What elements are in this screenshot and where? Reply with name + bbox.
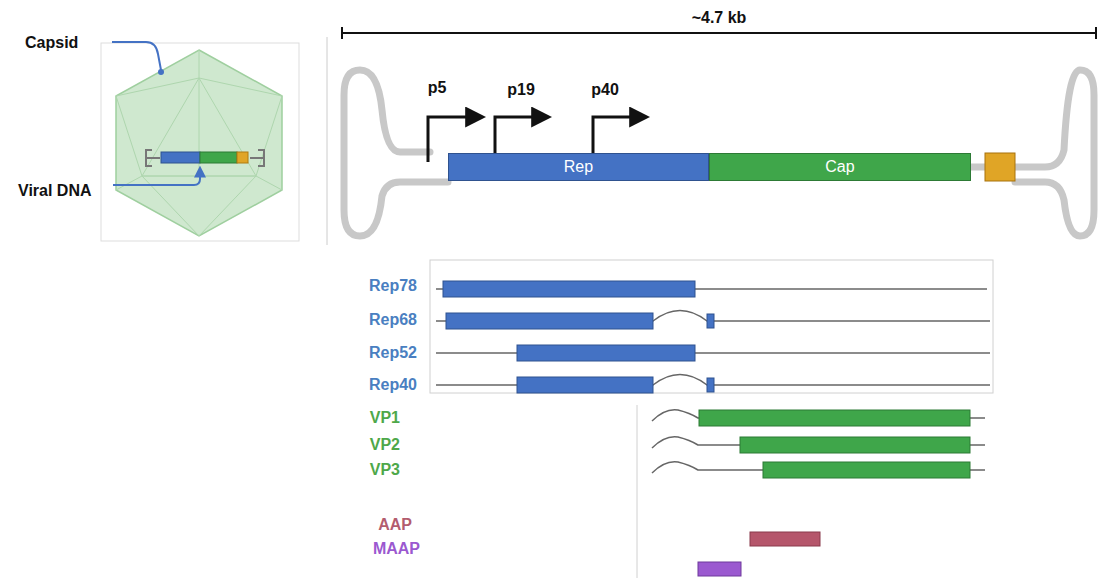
capsid-illustration	[199, 176, 256, 236]
mini-genome	[200, 152, 237, 163]
rep-transcripts	[443, 281, 714, 393]
capsid-illustration	[142, 78, 256, 176]
cap-transcripts	[750, 532, 820, 546]
capsid-illustration	[116, 176, 142, 190]
rep-transcripts	[707, 314, 714, 328]
mini-genome	[146, 150, 264, 166]
mini-genome	[146, 150, 160, 166]
capsid-illustration	[116, 96, 142, 176]
cap-transcripts	[637, 405, 638, 578]
rep-transcripts	[443, 281, 695, 297]
protein-label: VP1	[370, 410, 400, 426]
panel-border	[327, 37, 328, 245]
rep-transcripts	[517, 345, 695, 361]
capsid-illustration	[199, 50, 200, 78]
protein-label: Rep40	[369, 377, 417, 393]
gene-label: Rep	[564, 158, 593, 176]
rep-transcripts	[517, 377, 653, 393]
capsid-illustration	[101, 43, 299, 241]
rep-transcripts	[707, 378, 714, 392]
capsid-illustration	[116, 50, 282, 236]
genome-backbone	[1015, 70, 1094, 236]
protein-label: Rep68	[369, 312, 417, 328]
promoter-label: p19	[507, 82, 535, 98]
leader-lines	[113, 168, 200, 185]
cap-transcripts	[699, 410, 970, 426]
gene-bar: Rep	[448, 153, 709, 181]
promoter-label: p40	[591, 82, 619, 98]
capsid-illustration	[101, 43, 299, 241]
protein-label: AAP	[378, 517, 412, 533]
cap-transcripts	[740, 437, 970, 453]
rep-transcripts	[430, 260, 993, 393]
cap-transcripts	[763, 462, 970, 478]
scale-bar	[341, 27, 343, 39]
mini-genome	[250, 150, 264, 166]
capsid-illustration	[256, 176, 282, 190]
scale-bar	[342, 32, 1096, 34]
genome-backbone	[344, 70, 1094, 236]
promoter-label: p5	[428, 80, 447, 96]
dimension: ~4.7 kb	[692, 10, 747, 26]
capsid-illustration	[256, 96, 282, 176]
itr-element	[985, 153, 1015, 181]
scale-bar	[342, 27, 1096, 39]
promoter-arrows	[495, 117, 548, 153]
gene-label: Cap	[825, 158, 854, 176]
mini-genome	[237, 152, 248, 163]
leader-lines	[112, 42, 161, 70]
cap-transcripts	[698, 562, 741, 576]
genome-backbone	[344, 70, 448, 236]
capsid-illustration	[199, 78, 282, 96]
rep-transcripts	[430, 260, 993, 393]
protein-label: VP3	[370, 462, 400, 478]
rep-transcripts	[436, 289, 990, 385]
gene-bar: Cap	[709, 153, 971, 181]
protein-label: Rep52	[369, 345, 417, 361]
rep-transcripts	[446, 313, 653, 329]
promoter-arrows	[593, 117, 646, 153]
protein-label: MAAP	[373, 541, 420, 557]
part-label: Capsid	[25, 35, 78, 51]
cap-transcripts	[699, 410, 970, 478]
capsid-illustration	[116, 78, 199, 96]
mini-genome	[161, 152, 200, 163]
protein-label: Rep78	[369, 278, 417, 294]
leader-lines	[112, 42, 200, 185]
protein-label: VP2	[370, 437, 400, 453]
scale-bar	[1095, 27, 1097, 39]
genome-backbone	[971, 164, 985, 171]
capsid-illustration	[116, 50, 282, 236]
part-label: Viral DNA	[18, 183, 92, 199]
cap-transcripts	[637, 405, 985, 578]
leader-lines	[158, 69, 164, 75]
